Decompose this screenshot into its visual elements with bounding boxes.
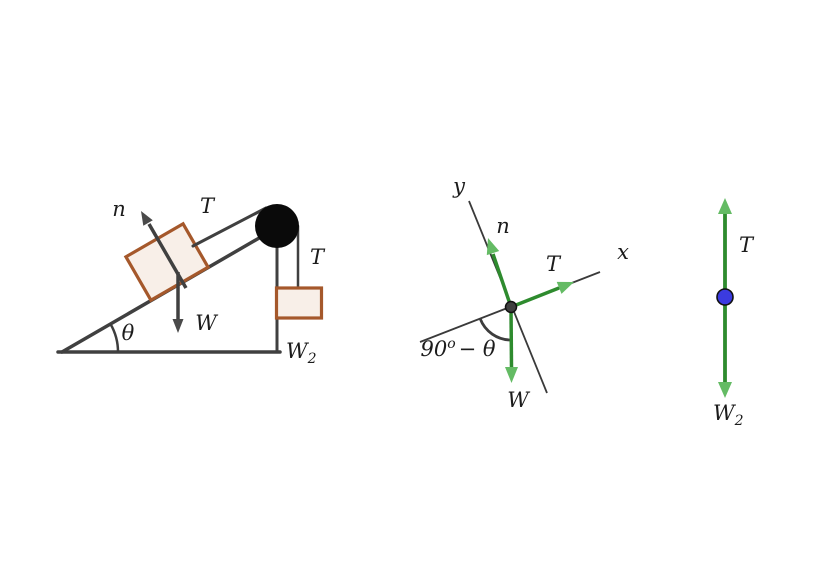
hanging-weight-arrowhead-icon xyxy=(718,382,732,398)
incline-block-rect xyxy=(123,221,211,303)
label-angle-number: 90 xyxy=(420,337,447,361)
label-y-axis: y xyxy=(452,174,466,198)
angle-90-minus-theta-arc xyxy=(478,318,512,342)
label-angle-90-minus-theta: 90o− θ xyxy=(420,336,495,361)
label-hanging-weight2-base: W xyxy=(713,401,737,425)
label-fbd-normal: n xyxy=(496,214,510,238)
weight-vector-arrowhead-icon xyxy=(172,319,184,333)
label-fbd-tension: T xyxy=(546,252,562,276)
theta-angle-arc xyxy=(109,323,120,353)
hanging-block-rect xyxy=(274,286,324,320)
label-tension-side: T xyxy=(310,245,326,269)
fbd-normal-vector-shaft xyxy=(491,253,513,308)
hanging-tension-arrowhead-icon xyxy=(718,198,732,214)
fbd-weight-vector-shaft xyxy=(509,306,514,369)
label-fbd-weight: W xyxy=(507,388,531,412)
hanging-mass-free-body-diagram: T W2 xyxy=(713,198,755,429)
hanging-particle xyxy=(716,288,734,306)
block-free-body-diagram: y x n T W 90o− θ xyxy=(419,174,629,412)
origin-particle xyxy=(504,300,518,314)
label-hanging-weight-base: W xyxy=(286,339,310,363)
label-hanging-tension: T xyxy=(739,233,755,257)
label-hanging-weight: W2 xyxy=(286,339,317,367)
label-hanging-weight2: W2 xyxy=(713,401,744,429)
label-normal: n xyxy=(112,197,126,221)
fbd-tension-vector-shaft xyxy=(510,286,560,309)
label-tension-upper: T xyxy=(200,194,216,218)
normal-vector-shaft xyxy=(147,223,188,289)
incline-block xyxy=(123,221,211,303)
label-angle-superscript: o xyxy=(447,336,455,352)
label-weight: W xyxy=(195,311,219,335)
label-angle-rest: − θ xyxy=(459,337,496,361)
pulley xyxy=(255,204,299,248)
fbd-tension-arrowhead-icon xyxy=(556,281,574,294)
label-x-axis: x xyxy=(617,240,629,264)
label-hanging-weight2-subscript: 2 xyxy=(734,413,744,429)
normal-vector-arrowhead-icon xyxy=(141,211,153,226)
rope-incline-segment xyxy=(191,206,268,248)
label-theta: θ xyxy=(122,321,135,345)
fbd-weight-arrowhead-icon xyxy=(505,367,518,383)
incline-pulley-diagram: n T T W θ W2 xyxy=(56,194,326,367)
fbd-normal-arrowhead-icon xyxy=(486,238,500,256)
label-hanging-weight-subscript: 2 xyxy=(307,351,317,367)
